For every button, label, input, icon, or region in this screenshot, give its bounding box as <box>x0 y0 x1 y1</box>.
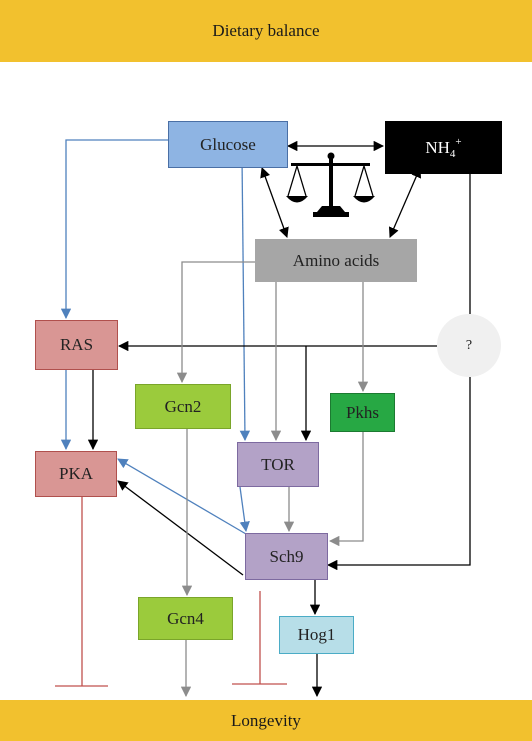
amino-acids-label: Amino acids <box>292 250 380 270</box>
pkhs-node: Pkhs <box>330 393 395 432</box>
glucose-node: Glucose <box>168 121 288 168</box>
ras-label: RAS <box>59 335 94 354</box>
longevity-label: Longevity <box>231 710 301 730</box>
pka-node: PKA <box>35 451 117 497</box>
hog1-label: Hog1 <box>297 625 336 644</box>
tor-label: TOR <box>261 454 295 474</box>
sch9-label: Sch9 <box>269 546 304 566</box>
tor-node: TOR <box>237 442 319 487</box>
dietary-balance-banner: Dietary balance <box>0 0 532 62</box>
edge-glucose-aa <box>260 167 289 238</box>
gcn4-node: Gcn4 <box>138 597 233 640</box>
edge-nh4-aa <box>388 167 422 238</box>
nh4-label: NH4+ <box>425 135 462 160</box>
dietary-balance-label: Dietary balance <box>212 21 320 40</box>
edge-tor-sch9-blue <box>239 486 250 533</box>
inhibit-sch9-longevity <box>232 591 287 685</box>
pkhs-label: Pkhs <box>345 402 380 422</box>
gcn4-label: Gcn4 <box>167 608 204 628</box>
edge-unknown-sch9 <box>326 377 471 571</box>
unknown-node: ? <box>437 314 501 377</box>
gcn2-node: Gcn2 <box>135 384 231 429</box>
unknown-label: ? <box>465 337 473 353</box>
edge-glucose-tor <box>239 156 251 442</box>
edge-aa-gcn2 <box>176 261 255 384</box>
longevity-banner: Longevity <box>0 700 532 741</box>
pka-label: PKA <box>58 464 93 483</box>
gcn2-label: Gcn2 <box>164 396 202 416</box>
inhibit-pka-longevity <box>55 497 108 687</box>
edge-pkhs-sch9 <box>328 432 364 547</box>
edge-sch9-pka-blue <box>117 458 247 535</box>
sch9-node: Sch9 <box>245 533 328 580</box>
edge-sch9-pka <box>117 480 244 576</box>
scales-icon <box>286 152 375 217</box>
amino-acids-node: Amino acids <box>255 239 417 282</box>
glucose-label: Glucose <box>200 134 256 154</box>
hog1-node: Hog1 <box>279 616 354 654</box>
edge-glucose-ras <box>60 139 168 320</box>
ras-node: RAS <box>35 320 118 370</box>
nh4-node: NH4+ <box>385 121 502 174</box>
